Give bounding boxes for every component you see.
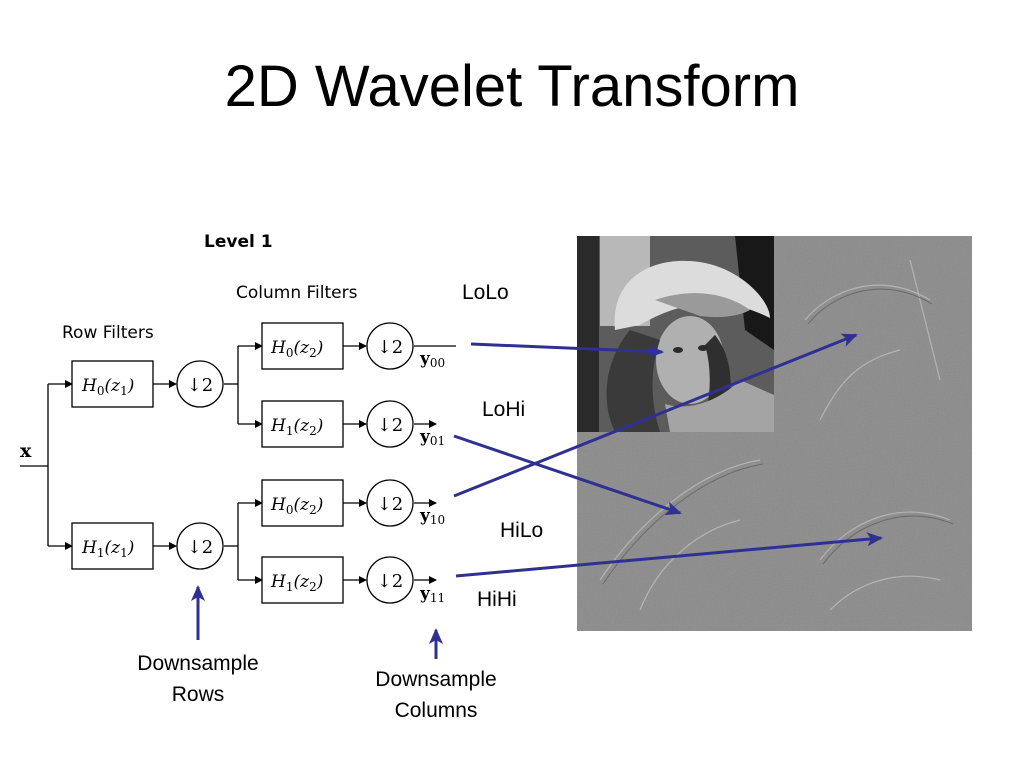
column-downsampler-4: ↓2 — [366, 556, 414, 604]
svg-text:↓2: ↓2 — [187, 375, 214, 396]
column-downsampler-2: ↓2 — [366, 400, 414, 448]
svg-text:H0(z2): H0(z2) — [270, 495, 323, 517]
lohi-label: LoHi — [482, 398, 526, 421]
svg-text:H1(z2): H1(z2) — [270, 416, 323, 438]
column-filter-h1-bottom: H1(z2) — [261, 556, 344, 604]
downsample-columns-annotation: Downsample Columns — [348, 664, 524, 726]
lolo-quadrant — [577, 236, 774, 432]
downsample-rows-line-2: Rows — [171, 683, 225, 706]
svg-text:H0(z1): H0(z1) — [81, 376, 134, 398]
row-downsampler-bottom: ↓2 — [176, 522, 224, 570]
hihi-label: HiHi — [477, 588, 517, 611]
row-filter-h0: H0(z1) — [71, 360, 154, 408]
svg-text:↓2: ↓2 — [187, 537, 214, 558]
row-downsampler-top: ↓2 — [176, 360, 224, 408]
level-label: Level 1 — [204, 232, 273, 252]
output-y11: y11 — [419, 584, 445, 605]
column-filters-label: Column Filters — [236, 283, 358, 303]
hilo-label: HiLo — [500, 519, 544, 542]
column-downsampler-3: ↓2 — [366, 479, 414, 527]
lolo-label: LoLo — [462, 281, 509, 304]
svg-text:H1(z2): H1(z2) — [270, 572, 323, 594]
svg-text:↓2: ↓2 — [377, 494, 404, 515]
svg-text:H0(z2): H0(z2) — [270, 338, 323, 360]
downsample-columns-line-2: Columns — [394, 699, 478, 722]
column-filter-h1-top: H1(z2) — [261, 400, 344, 448]
svg-text:↓2: ↓2 — [377, 337, 404, 358]
output-y00: y00 — [419, 349, 445, 370]
row-filters-label: Row Filters — [62, 323, 154, 343]
arrow-lohi — [453, 434, 682, 516]
input-x: x — [20, 440, 32, 462]
arrow-hihi — [455, 532, 883, 578]
column-filter-h0-bottom: H0(z2) — [261, 479, 344, 527]
slide-title: 2D Wavelet Transform — [224, 54, 800, 119]
svg-text:↓2: ↓2 — [377, 571, 404, 592]
column-filter-h0-top: H0(z2) — [261, 322, 344, 370]
output-y01: y01 — [419, 427, 445, 448]
signal-lines — [20, 342, 456, 584]
downsample-rows-annotation: Downsample Rows — [110, 648, 286, 710]
subband-arrows — [191, 333, 883, 659]
downsample-columns-line-1: Downsample — [375, 668, 497, 691]
column-downsampler-1: ↓2 — [366, 322, 414, 370]
arrow-lolo — [470, 342, 664, 359]
svg-text:H1(z1): H1(z1) — [81, 538, 134, 560]
row-filter-h1: H1(z1) — [71, 522, 154, 570]
output-y10: y10 — [419, 506, 445, 527]
svg-text:↓2: ↓2 — [377, 415, 404, 436]
arrow-hilo — [453, 333, 858, 498]
downsample-rows-line-1: Downsample — [137, 652, 259, 675]
detail-edges — [599, 259, 951, 611]
subband-image — [577, 236, 972, 631]
